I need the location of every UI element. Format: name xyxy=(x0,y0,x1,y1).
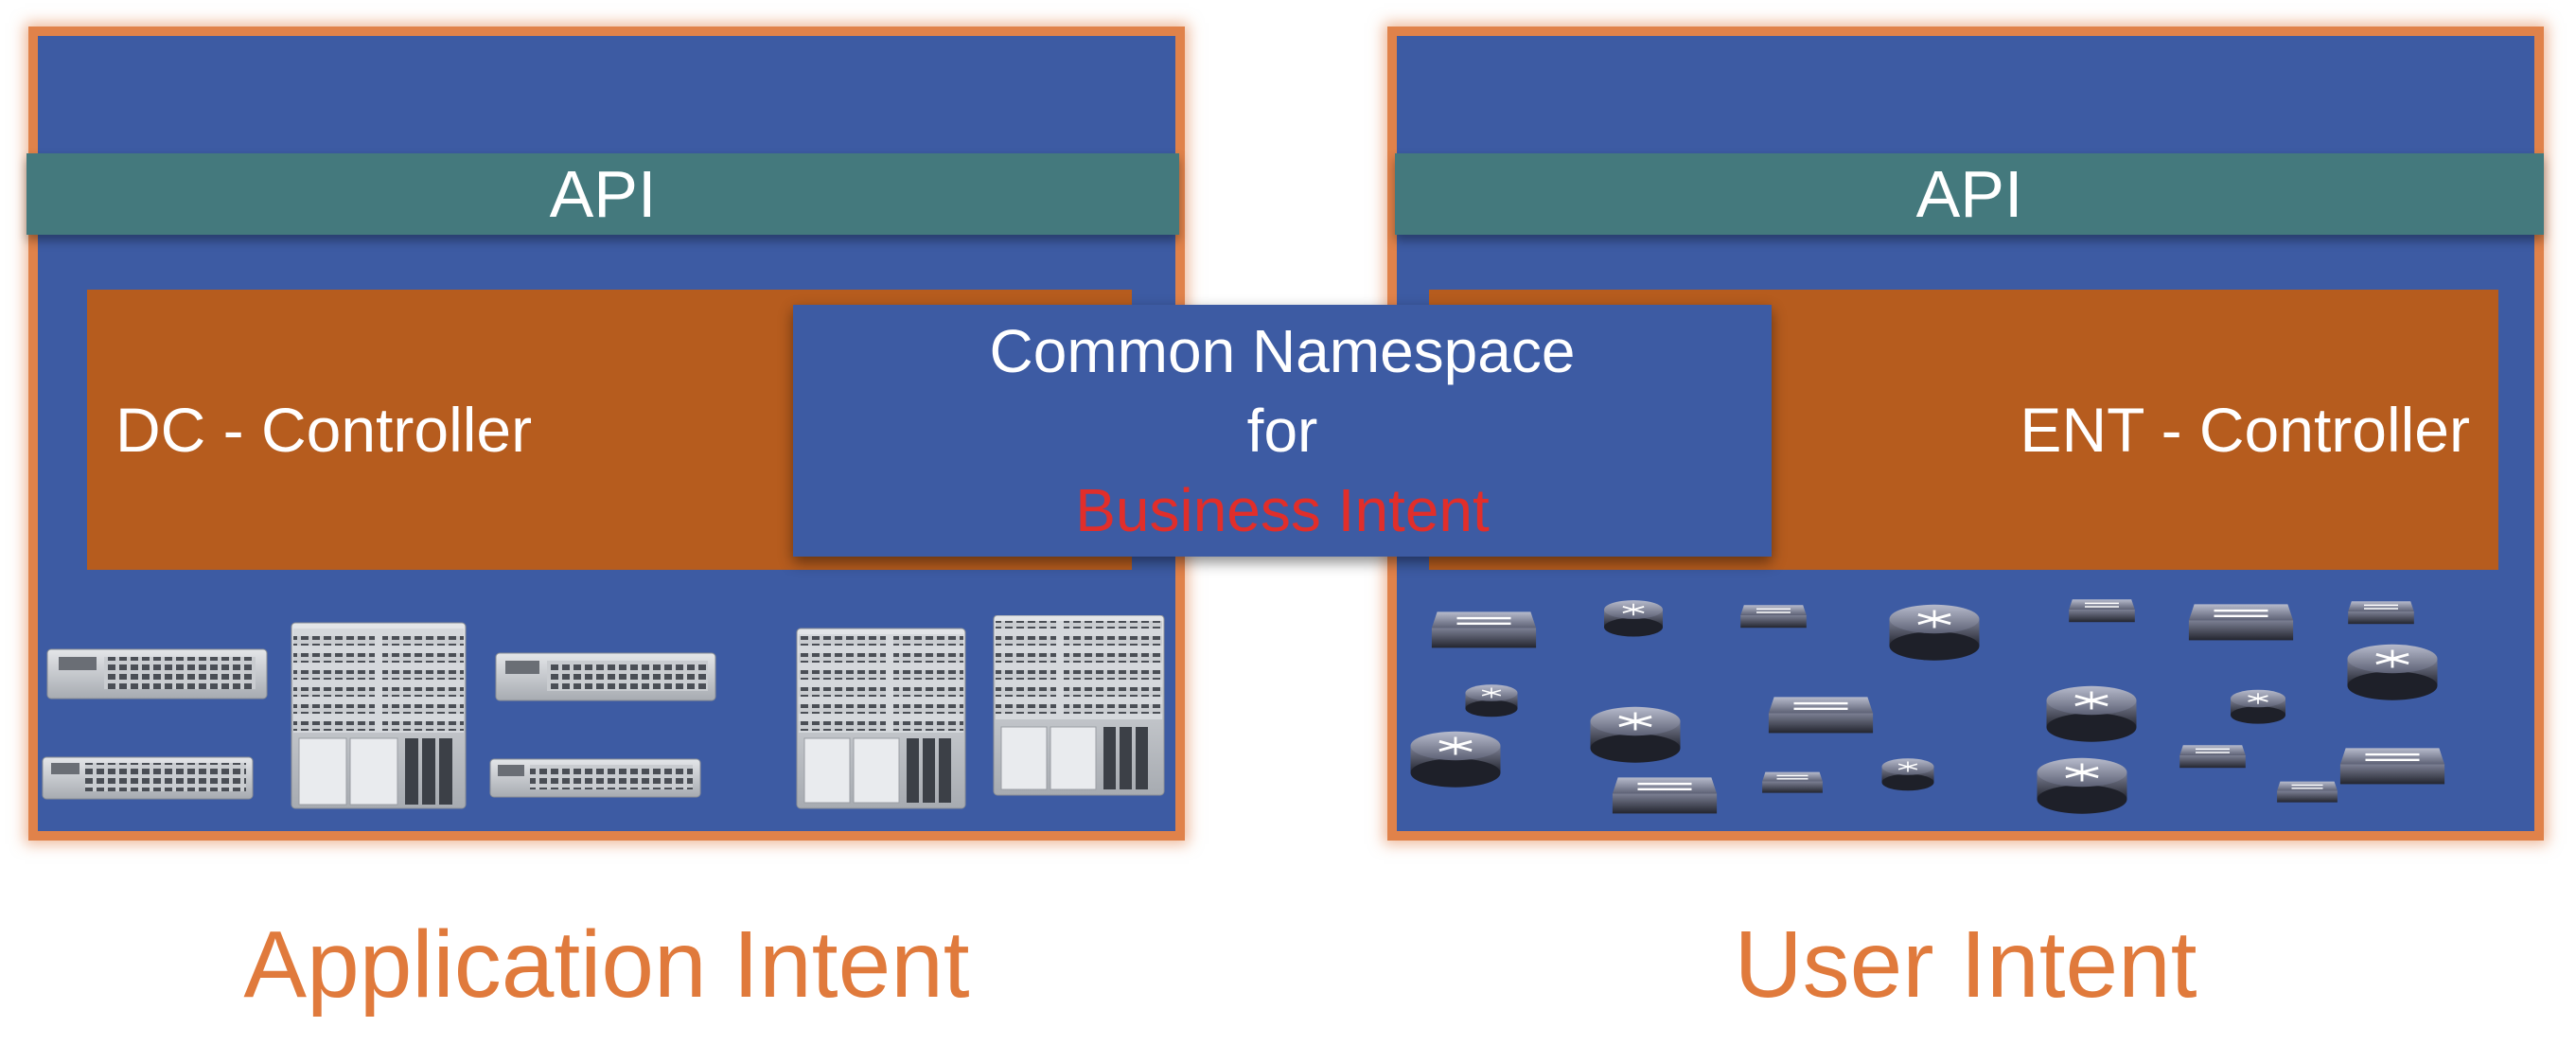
ent-router-5 xyxy=(1589,705,1682,765)
ent-router-3 xyxy=(2346,643,2439,702)
ent-switch-3 xyxy=(2068,598,2136,623)
dc-chassis-3 xyxy=(993,615,1165,796)
ent-api-bar: API xyxy=(1395,153,2544,235)
dc-switch-2 xyxy=(42,756,254,800)
ent-router-7 xyxy=(2230,688,2286,725)
user-intent-caption: User Intent xyxy=(1734,912,2197,1018)
ent-router-4 xyxy=(1464,683,1519,718)
ent-api-label: API xyxy=(1915,157,2023,231)
dc-switch-1 xyxy=(46,648,268,700)
ent-switch-1 xyxy=(1430,611,1538,649)
namespace-line-2: for xyxy=(1246,397,1318,465)
dc-controller-label: DC - Controller xyxy=(115,395,533,465)
namespace-line-1: Common Namespace xyxy=(989,317,1576,385)
namespace-line-3: Business Intent xyxy=(1075,476,1490,544)
ent-switch-2 xyxy=(1739,604,1808,629)
ent-switch-9 xyxy=(2179,744,2247,769)
dc-chassis-1 xyxy=(291,622,467,809)
ent-router-9 xyxy=(1880,757,1935,792)
ent-controller-label: ENT - Controller xyxy=(2020,395,2470,465)
ent-switch-7 xyxy=(1611,776,1719,815)
dc-api-bar: API xyxy=(26,153,1179,235)
ent-switch-5 xyxy=(2347,600,2415,625)
ent-switch-6 xyxy=(1767,696,1875,735)
dc-api-label: API xyxy=(549,157,657,231)
datacenter-switch-icon xyxy=(42,615,1165,809)
ent-switch-11 xyxy=(2338,747,2446,786)
ent-router-8 xyxy=(1409,730,1502,789)
dc-chassis-2 xyxy=(796,628,966,809)
ent-router-6 xyxy=(2045,684,2138,744)
common-namespace-box: Common Namespace for Business Intent xyxy=(793,305,1772,557)
ent-router-10 xyxy=(2036,756,2128,816)
dc-switch-4 xyxy=(489,758,701,798)
ent-router-1 xyxy=(1603,599,1664,638)
ent-router-2 xyxy=(1888,603,1981,663)
ent-switch-10 xyxy=(2276,780,2338,804)
dc-switch-3 xyxy=(495,652,716,701)
application-intent-caption: Application Intent xyxy=(243,912,970,1018)
ent-switch-8 xyxy=(1761,770,1824,794)
ent-switch-4 xyxy=(2187,603,2295,642)
enterprise-router-icon xyxy=(1409,598,2446,816)
